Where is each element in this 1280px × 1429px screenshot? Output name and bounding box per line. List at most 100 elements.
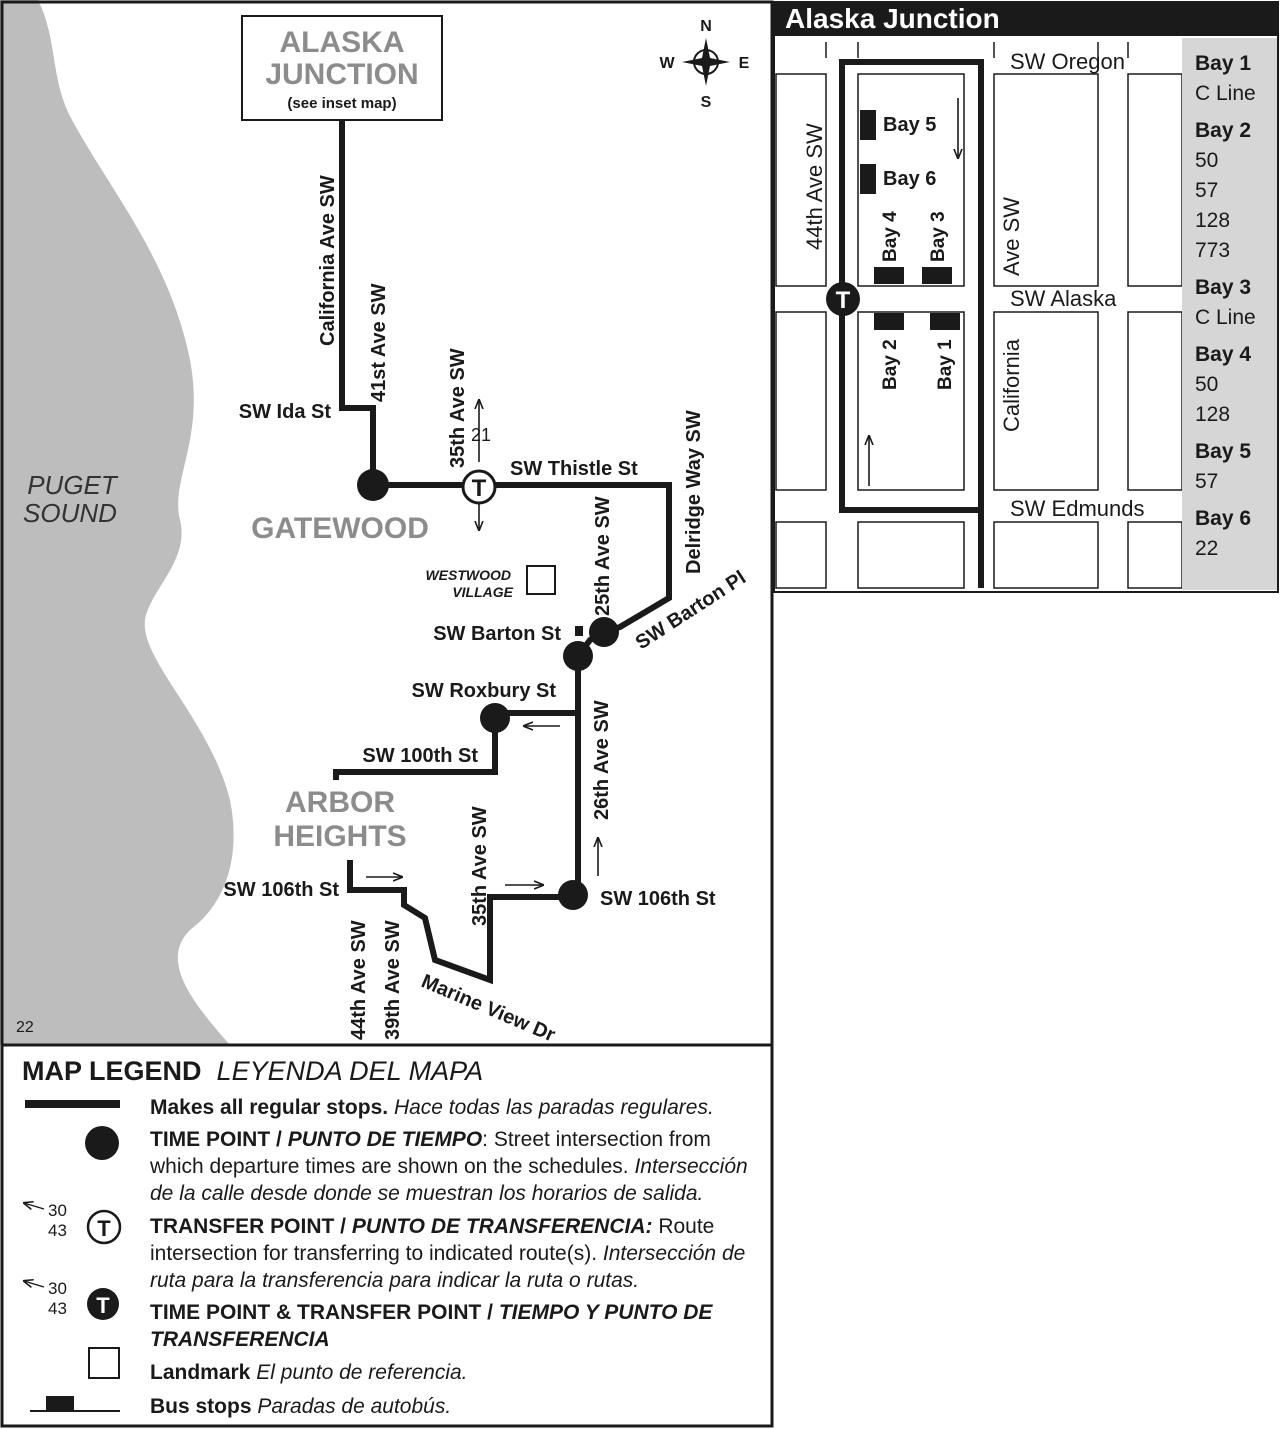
bay-1-stop — [930, 313, 960, 330]
bay-label: Bay 1 — [935, 339, 956, 390]
street-label: SW Ida St — [239, 401, 332, 423]
bay-3-stop — [922, 267, 952, 284]
landmark-label: WESTWOOD — [425, 567, 511, 583]
inset-title-bar — [774, 2, 1278, 36]
transfer-point: T — [461, 469, 497, 505]
svg-text:Bay 2: Bay 2 — [1195, 119, 1251, 142]
street-label: California Ave SW — [317, 175, 339, 346]
svg-text:W: W — [659, 55, 675, 72]
bay-2-stop — [874, 313, 904, 330]
svg-text:S: S — [701, 94, 712, 111]
street-label: 35th Ave SW — [469, 806, 491, 926]
alaska-junction-title: ALASKA — [280, 26, 405, 59]
alaska-junction-box — [241, 15, 443, 121]
time-point-barton-st — [563, 641, 593, 671]
street-label: 41st Ave SW — [368, 283, 390, 402]
street-label: Delridge Way SW — [683, 410, 705, 574]
bay-list: Bay 1 C Line Bay 2 50 57 128 773 Bay 3 C… — [1195, 52, 1256, 560]
street-label: SW Roxbury St — [412, 680, 557, 702]
legend-item-bus-stops: Bus stops Paradas de autobús. — [150, 1395, 452, 1418]
svg-text:128: 128 — [1195, 403, 1230, 426]
time-point-barton-pl — [589, 617, 619, 647]
bay-4-stop — [874, 267, 904, 284]
puget-sound-water — [0, 0, 234, 1045]
svg-text:Bay 4: Bay 4 — [1195, 343, 1251, 366]
landmark-label: VILLAGE — [452, 584, 513, 600]
svg-text:C Line: C Line — [1195, 82, 1256, 105]
street-label: SW Edmunds — [1010, 496, 1145, 521]
street-label: SW Oregon — [1010, 49, 1125, 74]
svg-text:773: 773 — [1195, 239, 1230, 262]
legend-frame — [0, 1043, 774, 1428]
legend-time-transfer-symbol: T 30 43 — [24, 1279, 119, 1320]
street-label: SW Barton St — [433, 623, 561, 645]
bay-label: Bay 2 — [880, 339, 901, 390]
inset-title: Alaska Junction — [785, 3, 1000, 34]
svg-text:128: 128 — [1195, 209, 1230, 232]
svg-text:30: 30 — [48, 1279, 67, 1298]
svg-text:57: 57 — [1195, 470, 1218, 493]
legend-title: MAP LEGEND LEYENDA DEL MAPA — [22, 1056, 484, 1086]
svg-text:T: T — [836, 287, 851, 314]
compass-rose: N S W E — [659, 18, 749, 111]
svg-text:Bay 3: Bay 3 — [1195, 276, 1251, 299]
alaska-junction-note: (see inset map) — [287, 95, 396, 112]
svg-text:E: E — [739, 55, 750, 72]
alaska-junction-title: JUNCTION — [265, 58, 418, 91]
street-label: 25th Ave SW — [592, 496, 614, 616]
legend-item-transfer-point: TRANSFER POINT / PUNTO DE TRANSFERENCIA:… — [150, 1215, 746, 1292]
legend-item-time-transfer-point: TIME POINT & TRANSFER POINT / TIEMPO Y P… — [150, 1301, 713, 1351]
svg-text:Bay 1: Bay 1 — [1195, 52, 1251, 75]
street-label: California — [999, 338, 1024, 432]
bay-label: Bay 6 — [883, 168, 936, 190]
svg-text:43: 43 — [48, 1299, 67, 1318]
legend-bus-stop-symbol — [30, 1396, 120, 1412]
time-point-106th — [558, 880, 588, 910]
street-label: SW 106th St — [223, 879, 339, 901]
street-label: 26th Ave SW — [591, 700, 613, 820]
svg-text:T: T — [97, 1216, 111, 1241]
bus-stop-marker — [575, 626, 583, 636]
inset-route-line — [839, 59, 984, 588]
svg-text:43: 43 — [48, 1221, 67, 1240]
legend-time-point-symbol — [85, 1126, 119, 1160]
bay-5-stop — [860, 110, 876, 140]
street-label: 35th Ave SW — [447, 348, 469, 468]
svg-text:C Line: C Line — [1195, 306, 1256, 329]
bay-label: Bay 5 — [883, 114, 936, 136]
inset-time-transfer-point: T — [826, 282, 860, 316]
place-arbor-heights: ARBOR — [285, 786, 395, 819]
svg-text:Bay 6: Bay 6 — [1195, 507, 1251, 530]
street-label: 44th Ave SW — [802, 123, 827, 250]
svg-text:22: 22 — [1195, 537, 1218, 560]
svg-text:T: T — [472, 475, 487, 502]
svg-text:N: N — [700, 18, 712, 35]
bay-6-stop — [860, 164, 876, 194]
svg-text:30: 30 — [48, 1201, 67, 1220]
water-label: PUGET — [27, 470, 119, 500]
bay-list-panel — [1182, 38, 1277, 590]
svg-text:50: 50 — [1195, 373, 1218, 396]
svg-text:T: T — [96, 1293, 110, 1318]
street-label: SW Alaska — [1010, 286, 1117, 311]
place-gatewood: GATEWOOD — [251, 512, 429, 545]
landmark-westwood-village — [526, 565, 556, 595]
bay-label: Bay 3 — [928, 211, 949, 262]
legend-item-landmark: Landmark El punto de referencia. — [150, 1361, 468, 1384]
street-label: SW 106th St — [600, 888, 716, 910]
street-label: SW 100th St — [362, 745, 478, 767]
route-branch-roxbury — [333, 710, 578, 780]
svg-text:Bay 5: Bay 5 — [1195, 440, 1251, 463]
legend-item-regular-stops: Makes all regular stops. Hace todas las … — [150, 1096, 714, 1119]
bay-label: Bay 4 — [880, 211, 901, 262]
page-number: 22 — [16, 1019, 34, 1036]
legend-landmark-symbol — [88, 1347, 120, 1379]
svg-text:50: 50 — [1195, 149, 1218, 172]
street-label: SW Thistle St — [510, 458, 638, 480]
time-point-roxbury — [480, 703, 510, 733]
place-arbor-heights: HEIGHTS — [273, 820, 406, 853]
legend-route-symbol — [25, 1100, 120, 1108]
street-label: Ave SW — [999, 197, 1024, 276]
legend-transfer-symbol: T 30 43 — [24, 1201, 122, 1245]
